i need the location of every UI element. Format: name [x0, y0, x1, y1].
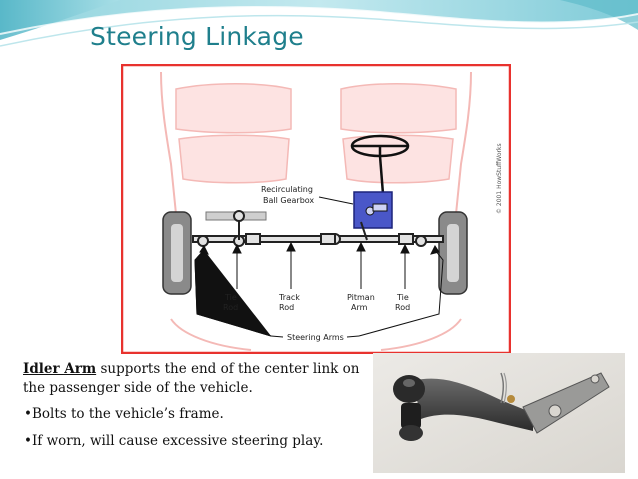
idler-arm-paragraph: Idler Arm supports the end of the center… — [23, 360, 363, 398]
tie-rod-right-label-2: Rod — [395, 303, 410, 312]
header-swoosh — [0, 0, 638, 47]
idler-arm-description: supports the end of the center link on t… — [23, 361, 360, 396]
pitman-arm-label-1: Pitman — [347, 293, 375, 302]
tie-rod-right-label-1: Tie — [396, 293, 409, 302]
steering-arms-label: Steering Arms — [287, 333, 344, 342]
tie-rod-left-label-2: Rod — [223, 303, 238, 312]
track-rod-label-2: Rod — [279, 303, 294, 312]
gearbox-label-2: Ball Gearbox — [263, 196, 314, 205]
car-outline — [160, 71, 472, 351]
bullet-worn: •If worn, will cause excessive steering … — [24, 433, 324, 449]
idler-arm-photo — [373, 353, 625, 473]
steering-wheel-icon — [350, 134, 410, 195]
pitman-arm-label-2: Arm — [351, 303, 368, 312]
idler-arm-term: Idler Arm — [23, 361, 97, 377]
steering-linkage-diagram: Recirculating Ball Gearbox — [121, 64, 511, 354]
copyright-text: © 2001 HowStuffWorks — [496, 143, 503, 214]
linkage-rods — [192, 216, 444, 247]
gearbox-label-1: Recirculating — [261, 185, 313, 194]
slide-title: Steering Linkage — [90, 22, 304, 51]
tie-rod-left-label-1: Tie — [224, 293, 237, 302]
bullet-bolts: •Bolts to the vehicle’s frame. — [24, 406, 224, 422]
seats — [175, 83, 457, 184]
track-rod-label-1: Track — [278, 293, 300, 302]
